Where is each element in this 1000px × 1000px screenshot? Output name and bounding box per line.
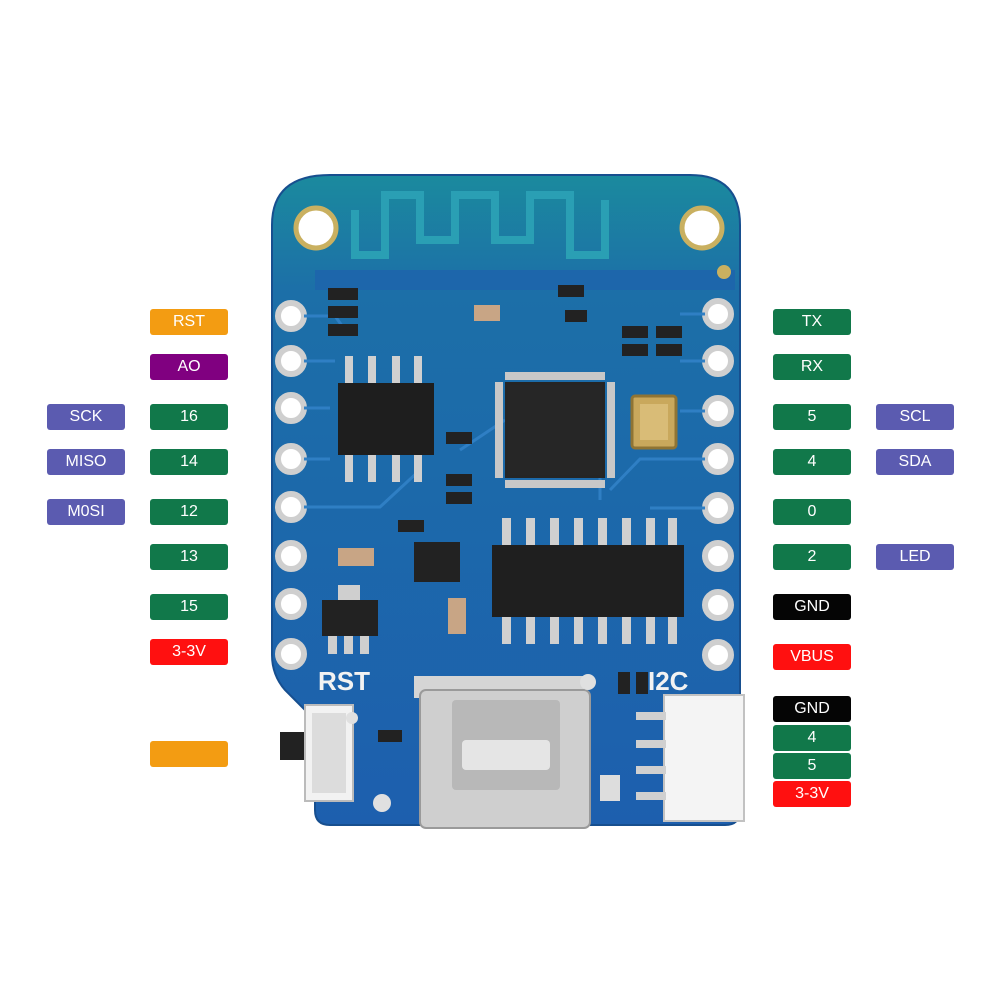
usb-serial-chip	[492, 518, 684, 644]
i2c-label-5: 5	[773, 753, 851, 779]
pin-label-0: 0	[773, 499, 851, 525]
pin-label-15: 15	[150, 594, 228, 620]
mount-hole-right	[679, 205, 725, 251]
reset-button-component	[280, 704, 391, 812]
pin-label-rx: RX	[773, 354, 851, 380]
pin-label-tx: TX	[773, 309, 851, 335]
pin-label-sda: SDA	[876, 449, 954, 475]
i2c-label-gnd: GND	[773, 696, 851, 722]
pin-label-12: 12	[150, 499, 228, 525]
antenna-trace	[351, 191, 609, 259]
pin-label-vbus: VBUS	[773, 644, 851, 670]
mcu-chip	[495, 372, 615, 488]
i2c-connector	[636, 694, 745, 822]
pin-label-2: 2	[773, 544, 851, 570]
mount-hole-left	[293, 205, 339, 251]
pin-label-scl: SCL	[876, 404, 954, 430]
pin-label-3v3: 3-3V	[150, 639, 228, 665]
pin-label-5: 5	[773, 404, 851, 430]
passive-components	[328, 285, 682, 801]
pin-label-mosi: M0SI	[47, 499, 125, 525]
pcb-traces	[304, 312, 705, 510]
flash-chip	[338, 356, 434, 482]
pin-label-sck: SCK	[47, 404, 125, 430]
pin-label-reset-button	[150, 741, 228, 767]
left-header-pads	[275, 300, 307, 670]
silkscreen-i2c: I2C	[648, 666, 689, 696]
regulator	[322, 585, 378, 654]
pin-label-14: 14	[150, 449, 228, 475]
pin-label-4: 4	[773, 449, 851, 475]
pin-label-gnd: GND	[773, 594, 851, 620]
pin-label-16: 16	[150, 404, 228, 430]
i2c-label-3v3: 3-3V	[773, 781, 851, 807]
pin-label-rst: RST	[150, 309, 228, 335]
transistor	[414, 542, 460, 582]
pin-label-led: LED	[876, 544, 954, 570]
pin-label-ao: AO	[150, 354, 228, 380]
ground-plane	[315, 270, 735, 290]
pin-label-miso: MISO	[47, 449, 125, 475]
usb-c-connector	[414, 674, 596, 829]
i2c-label-4: 4	[773, 725, 851, 751]
pin-label-13: 13	[150, 544, 228, 570]
silkscreen-rst: RST	[318, 666, 370, 696]
